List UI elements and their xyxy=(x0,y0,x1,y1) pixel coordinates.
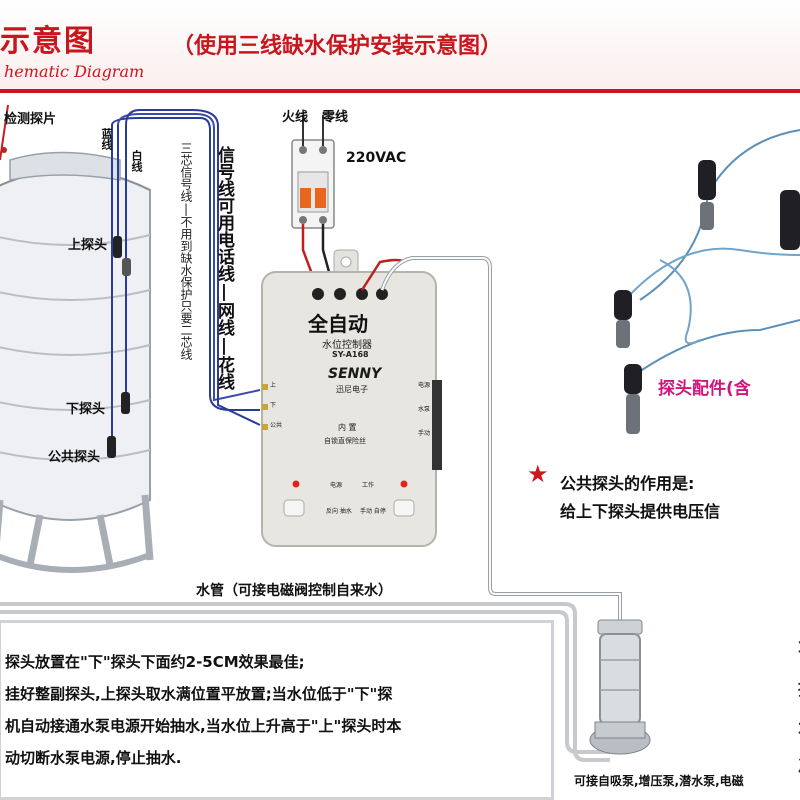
signal-wire-note: 信号线可用电话线|网线|花线 xyxy=(214,146,234,390)
controller-power-indicator: 电源 xyxy=(330,482,343,489)
term-lower-label: 下 xyxy=(270,402,277,409)
term-pump-label: 水泵 xyxy=(418,406,431,413)
common-probe-answer: 给上下探头提供电压信 xyxy=(560,502,721,521)
common-probe-label: 公共探头 xyxy=(48,450,101,465)
term-manual-label: 手动 xyxy=(418,430,431,437)
live-wire-label: 火线 xyxy=(282,110,309,125)
common-probe-question: 公共探头的作用是: xyxy=(560,474,695,493)
controller-logo: SENNY xyxy=(328,366,382,382)
lower-probe-label: 下探头 xyxy=(66,402,106,417)
controller-maker: 迅尼电子 xyxy=(336,385,368,394)
controller-work-indicator: 工作 xyxy=(362,482,375,489)
controller-brand: 全自动 xyxy=(308,312,368,336)
note-line-4: 动切断水泵电源,停止抽水. xyxy=(5,749,182,767)
controller-builtin-fuse: 自锁直保险丝 xyxy=(324,437,366,445)
term-common-label: 公共 xyxy=(270,422,283,429)
upper-probe-label: 上探头 xyxy=(68,238,108,253)
header-banner xyxy=(0,0,800,90)
controller-builtin: 内 置 xyxy=(338,423,357,432)
water-pipe xyxy=(0,602,610,762)
detect-probe-label: 检测探片 xyxy=(4,112,57,127)
term-power-label: 电源 xyxy=(418,382,431,389)
three-core-note: 三芯信号线|不用到缺水保护只要二芯线 xyxy=(179,142,193,360)
water-pump xyxy=(589,619,651,755)
page-title: 示意图 xyxy=(0,24,96,59)
install-diagram-title: （使用三线缺水保护安装示意图） xyxy=(172,34,503,59)
circuit-breaker xyxy=(291,115,336,291)
neutral-wire-label: 零线 xyxy=(322,110,349,125)
controller-reverse-button[interactable]: 反向 抽水 xyxy=(326,508,352,515)
pipe-caption: 水管（可接电磁阀控制自来水） xyxy=(196,583,392,599)
instruction-notes: 探头放置在"下"探头下面约2-5CM效果最佳; 挂好整副探头,上探头取水满位置平… xyxy=(0,620,554,800)
probe-accessory-label: 探头配件(含 xyxy=(658,379,751,399)
water-level-controller xyxy=(261,249,622,628)
controller-model: SY-A168 xyxy=(332,350,369,359)
header-divider xyxy=(0,89,800,93)
note-line-1: 探头放置在"下"探头下面约2-5CM效果最佳; xyxy=(5,653,305,671)
note-line-3: 机自动接通水泵电源开始抽水,当水位上升高于"上"探头时本 xyxy=(5,717,402,735)
star-icon: ★ xyxy=(527,460,549,488)
term-upper-label: 上 xyxy=(270,382,277,389)
probe-accessories xyxy=(614,129,800,434)
page-subtitle: hematic Diagram xyxy=(4,62,145,81)
right-edge-text: 不 抽 水 况 xyxy=(795,640,800,775)
blue-wire-label: 蓝线 xyxy=(100,128,113,150)
water-tank xyxy=(0,151,154,573)
controller-subtitle: 水位控制器 xyxy=(322,340,372,351)
note-line-2: 挂好整副探头,上探头取水满位置平放置;当水位低于"下"探 xyxy=(5,685,393,703)
white-wire-label: 白线 xyxy=(130,150,143,172)
controller-manual-button[interactable]: 手动 自停 xyxy=(360,508,386,515)
controller-face: 全自动 水位控制器 SY-A168 SENNY 迅尼电子 内 置 自锁直保险丝 … xyxy=(262,268,436,546)
pump-caption: 可接自吸泵,增压泵,潜水泵,电磁 xyxy=(574,774,744,788)
voltage-label: 220VAC xyxy=(346,150,407,166)
probe-wires xyxy=(0,104,261,458)
